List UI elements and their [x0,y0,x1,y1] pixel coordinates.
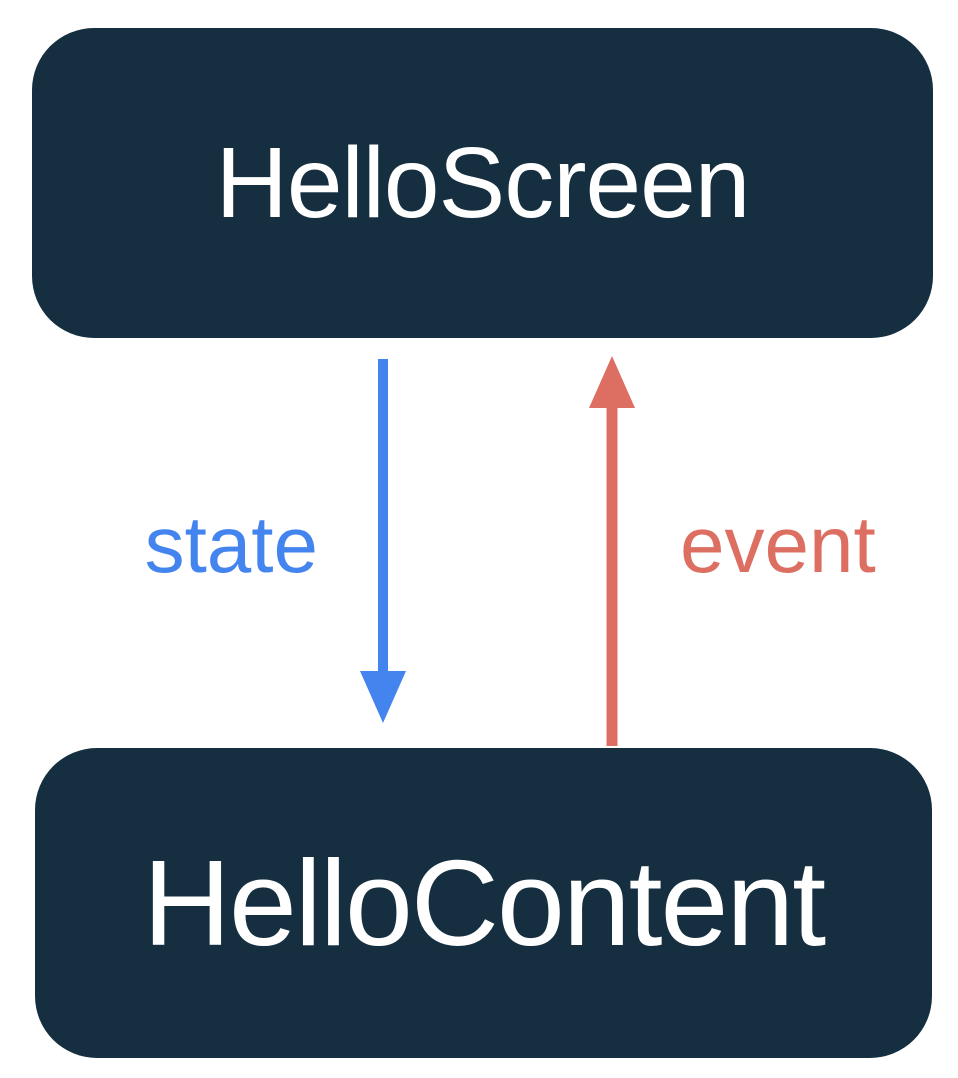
event-label: event [680,500,876,589]
event-arrow [589,356,635,746]
node-hellocontent: HelloContent [35,748,932,1058]
state-arrow [360,359,406,723]
node-hellocontent-label: HelloContent [142,835,826,971]
state-arrow-head [360,671,406,723]
event-arrow-head [589,356,635,408]
node-helloscreen: HelloScreen [32,28,933,338]
node-helloscreen-label: HelloScreen [215,126,751,239]
state-label: state [144,500,318,589]
